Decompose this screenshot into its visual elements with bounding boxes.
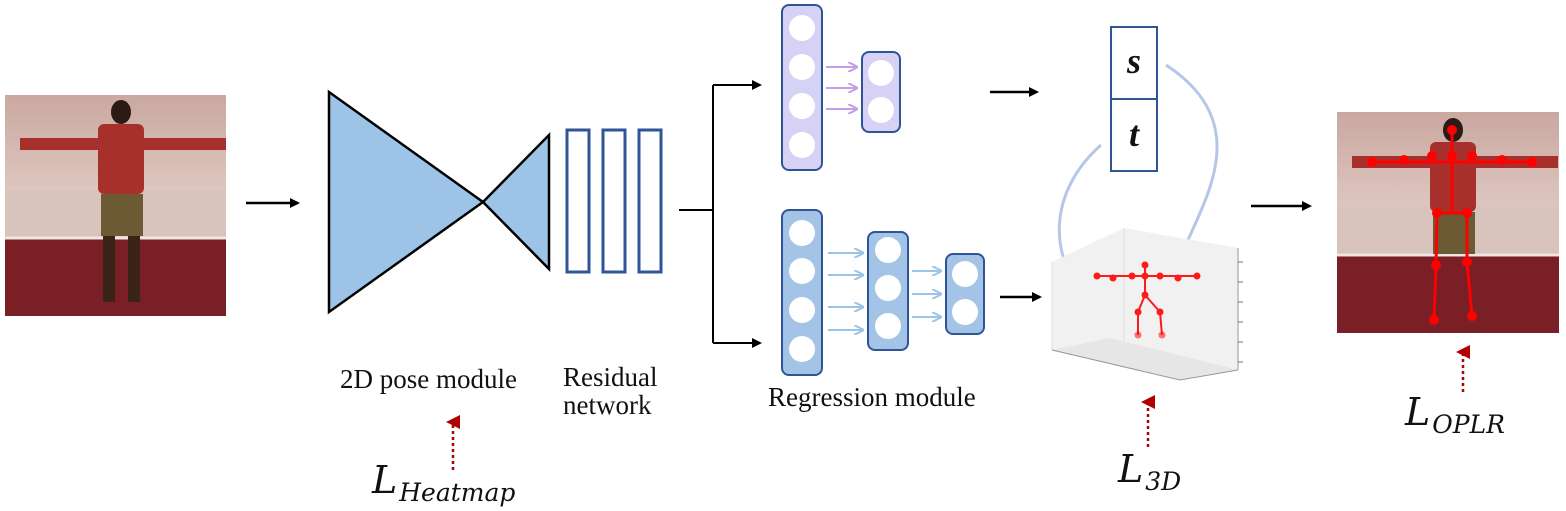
scale-translation-vector xyxy=(1110,26,1158,172)
residual-network-blocks xyxy=(565,128,663,274)
pose2d-hourglass xyxy=(327,89,551,315)
scale-label: s xyxy=(1126,41,1141,81)
loss-oplr: LOPLR xyxy=(1405,390,1505,439)
pose3d-plot xyxy=(1051,228,1243,381)
regression-module-label: Regression module xyxy=(768,382,976,412)
output-photo xyxy=(1337,112,1559,333)
loss-3d-symbol: L xyxy=(1118,447,1144,491)
loss-oplr-subscript: OPLR xyxy=(1432,410,1505,439)
loss-heatmap-symbol: L xyxy=(372,458,398,502)
loss-heatmap: LHeatmap xyxy=(372,458,515,507)
loss-arrows xyxy=(446,345,1470,470)
residual-network-label-1: Residual xyxy=(563,362,658,392)
upper-branch-network xyxy=(781,4,901,171)
translation-label: t xyxy=(1128,114,1139,154)
loss-heatmap-subscript: Heatmap xyxy=(399,478,516,507)
input-photo xyxy=(5,95,226,316)
lower-branch-network xyxy=(781,209,985,376)
branch-connector xyxy=(679,80,762,348)
pose2d-module-label: 2D pose module xyxy=(340,364,517,394)
loss-3d: L3D xyxy=(1118,447,1181,496)
loss-3d-subscript: 3D xyxy=(1145,467,1182,496)
loss-oplr-symbol: L xyxy=(1405,390,1431,434)
residual-network-label-2: network xyxy=(563,390,652,420)
